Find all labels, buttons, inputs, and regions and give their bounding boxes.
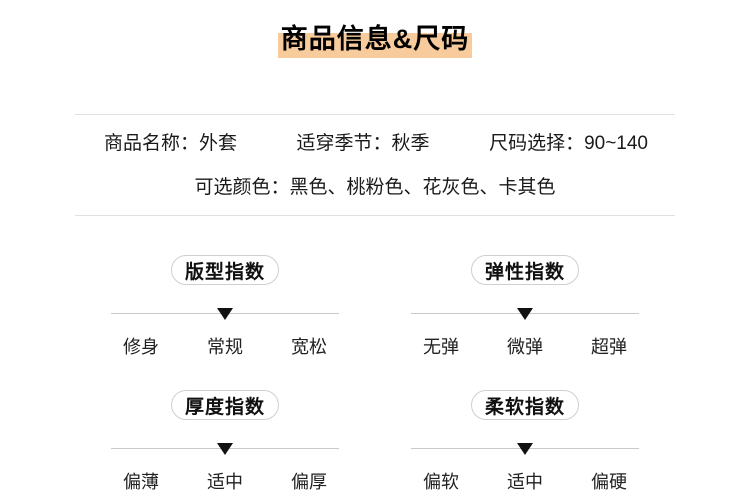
- index-title-pill: 弹性指数: [470, 255, 579, 285]
- index-block-fit: 版型指数 修身 常规 宽松: [75, 255, 375, 357]
- index-option: 超弹: [591, 337, 627, 357]
- triangle-marker-icon: [217, 308, 233, 320]
- index-options: 偏软 适中 偏硬: [411, 472, 639, 492]
- index-title: 版型指数: [184, 261, 265, 283]
- index-option: 微弹: [507, 337, 543, 357]
- index-gauge: [111, 442, 339, 456]
- index-gauge: [411, 442, 639, 456]
- divider-top: [75, 114, 675, 115]
- index-option: 偏软: [423, 472, 459, 492]
- product-colors-row: 可选颜色：黑色、桃粉色、花灰色、卡其色: [75, 175, 675, 201]
- index-option: 偏薄: [123, 472, 159, 492]
- index-block-thickness: 厚度指数 偏薄 适中 偏厚: [75, 390, 375, 492]
- triangle-marker-icon: [517, 443, 533, 455]
- index-options: 无弹 微弹 超弹: [411, 337, 639, 357]
- index-title-pill: 版型指数: [170, 255, 279, 285]
- index-block-softness: 柔软指数 偏软 适中 偏硬: [375, 390, 675, 492]
- title-highlight-bar: [277, 33, 473, 58]
- triangle-marker-icon: [217, 443, 233, 455]
- index-title: 柔软指数: [484, 396, 565, 418]
- triangle-marker-icon: [517, 308, 533, 320]
- index-options: 偏薄 适中 偏厚: [111, 472, 339, 492]
- index-block-elasticity: 弹性指数 无弹 微弹 超弹: [375, 255, 675, 357]
- index-option: 宽松: [291, 337, 327, 357]
- divider-bottom: [75, 215, 675, 216]
- page-header: 商品信息&尺码: [0, 0, 750, 63]
- page-title-wrap: 商品信息&尺码: [277, 20, 473, 63]
- product-size-range: 尺码选择：90~140: [489, 133, 648, 154]
- index-options: 修身 常规 宽松: [111, 337, 339, 357]
- index-option: 无弹: [423, 337, 459, 357]
- index-option: 偏硬: [591, 472, 627, 492]
- index-title-pill: 厚度指数: [170, 390, 279, 420]
- product-season: 适穿季节：秋季: [296, 133, 430, 154]
- index-gauge: [411, 307, 639, 321]
- product-colors: 可选颜色：黑色、桃粉色、花灰色、卡其色: [194, 177, 556, 198]
- page-title: 商品信息&尺码: [280, 24, 470, 54]
- index-option: 适中: [507, 472, 543, 492]
- index-grid: 版型指数 修身 常规 宽松 弹性指数 无弹 微弹 超弹 厚度指数: [75, 216, 675, 492]
- product-name: 商品名称：外套: [104, 133, 238, 154]
- index-title: 弹性指数: [484, 261, 565, 283]
- index-title: 厚度指数: [184, 396, 265, 418]
- index-option: 偏厚: [291, 472, 327, 492]
- product-info-row: 商品名称：外套 适穿季节：秋季 尺码选择：90~140: [75, 131, 675, 157]
- index-option: 适中: [207, 472, 243, 492]
- index-option: 常规: [207, 337, 243, 357]
- index-option: 修身: [123, 337, 159, 357]
- index-title-pill: 柔软指数: [470, 390, 579, 420]
- index-gauge: [111, 307, 339, 321]
